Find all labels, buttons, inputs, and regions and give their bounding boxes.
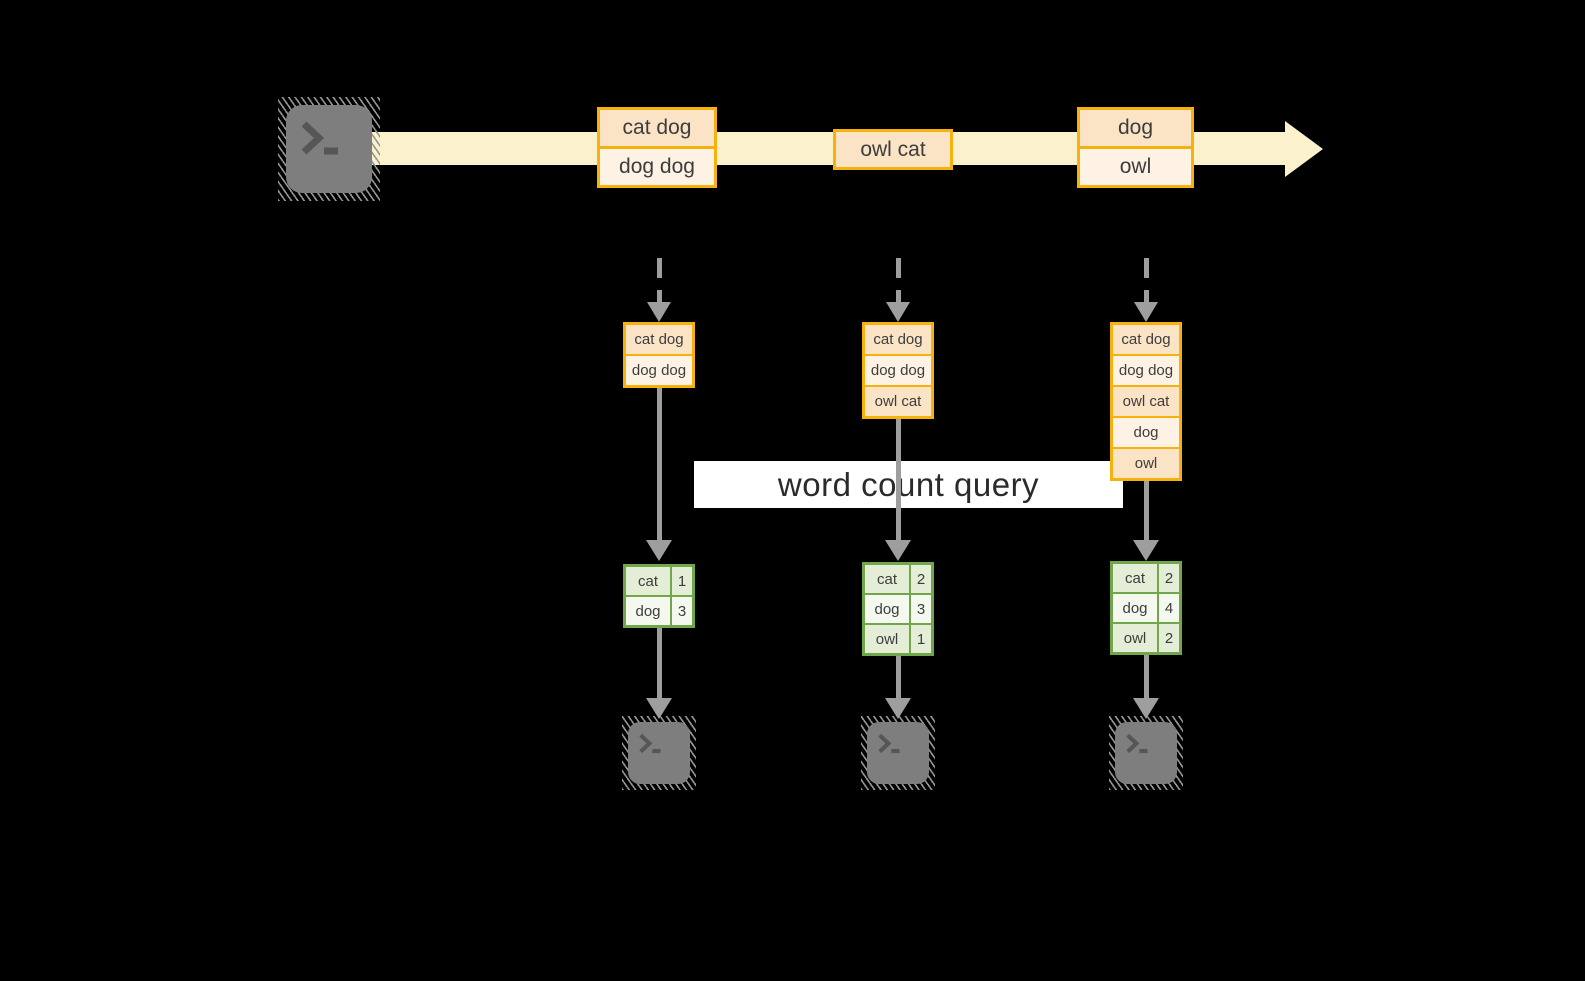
stream-record-cell: dog dog (600, 149, 714, 185)
stream-arrowhead-icon (1285, 121, 1323, 177)
count-cell: 2 (1159, 624, 1179, 652)
query-label: word count query (777, 465, 1040, 503)
batch-cell: dog dog (1113, 356, 1179, 385)
terminal-body (628, 722, 690, 784)
batch-cell: owl (1113, 449, 1179, 478)
count-cell: 1 (911, 625, 931, 653)
batch-box-2: cat dog dog dog owl cat (862, 322, 934, 419)
batch-cell: dog dog (865, 356, 931, 385)
count-cell: 3 (672, 597, 692, 625)
table-row: dog 3 (626, 597, 692, 625)
batch-cell: dog dog (626, 356, 692, 385)
arrow-head-sink-1 (646, 698, 672, 719)
word-cell: dog (865, 595, 909, 623)
stream-record-cell: owl cat (836, 132, 950, 167)
arrow-head-sink-2 (885, 698, 911, 719)
arrow-line-batch-to-table-2 (896, 419, 901, 540)
arrow-head-table-1 (646, 540, 672, 561)
stream-record-cell: cat dog (600, 110, 714, 146)
terminal-sink-icon-2 (861, 716, 935, 790)
terminal-sink-icon-3 (1109, 716, 1183, 790)
batch-box-1: cat dog dog dog (623, 322, 695, 388)
count-table-3: cat 2 dog 4 owl 2 (1110, 561, 1182, 655)
arrow-line-batch-to-table-1 (657, 388, 662, 540)
table-row: dog 4 (1113, 594, 1179, 622)
stream-record-box-3: dog owl (1077, 107, 1194, 188)
batch-box-3: cat dog dog dog owl cat dog owl (1110, 322, 1182, 481)
dashed-arrow-head-1 (647, 302, 671, 322)
prompt-icon (1126, 733, 1148, 754)
table-row: cat 2 (1113, 564, 1179, 592)
terminal-sink-icon-1 (622, 716, 696, 790)
terminal-body (1115, 722, 1177, 784)
arrow-head-table-3 (1133, 540, 1159, 561)
batch-cell: owl cat (865, 387, 931, 416)
prompt-icon (301, 121, 338, 155)
dashed-arrow-line-2 (896, 258, 901, 302)
count-table-2: cat 2 dog 3 owl 1 (862, 562, 934, 656)
batch-cell: dog (1113, 418, 1179, 447)
prompt-icon (639, 733, 661, 754)
dashed-arrow-line-3 (1144, 258, 1149, 302)
arrow-line-table-to-sink-3 (1144, 655, 1149, 698)
count-cell: 2 (1159, 564, 1179, 592)
dashed-arrow-head-2 (886, 302, 910, 322)
table-row: owl 2 (1113, 624, 1179, 652)
dashed-arrow-head-3 (1134, 302, 1158, 322)
count-cell: 1 (672, 567, 692, 595)
count-cell: 4 (1159, 594, 1179, 622)
count-table-1: cat 1 dog 3 (623, 564, 695, 628)
arrow-line-table-to-sink-2 (896, 656, 901, 698)
stream-record-box-2: owl cat (833, 129, 953, 170)
prompt-icon (878, 733, 900, 754)
word-cell: owl (865, 625, 909, 653)
arrow-head-table-2 (885, 540, 911, 561)
table-row: dog 3 (865, 595, 931, 623)
stream-record-cell: owl (1080, 149, 1191, 185)
batch-cell: cat dog (626, 325, 692, 354)
batch-cell: cat dog (1113, 325, 1179, 354)
word-cell: cat (626, 567, 670, 595)
batch-cell: owl cat (1113, 387, 1179, 416)
terminal-body (867, 722, 929, 784)
word-cell: dog (1113, 594, 1157, 622)
word-cell: cat (1113, 564, 1157, 592)
arrow-line-table-to-sink-1 (657, 628, 662, 698)
table-row: cat 1 (626, 567, 692, 595)
word-cell: cat (865, 565, 909, 593)
arrow-head-sink-3 (1133, 698, 1159, 719)
table-row: cat 2 (865, 565, 931, 593)
dashed-arrow-line-1 (657, 258, 662, 302)
arrow-line-batch-to-table-3 (1144, 481, 1149, 540)
query-label-band: word count query (694, 461, 1123, 508)
terminal-source-icon (278, 97, 380, 201)
table-row: owl 1 (865, 625, 931, 653)
count-cell: 3 (911, 595, 931, 623)
stream-record-box-1: cat dog dog dog (597, 107, 717, 188)
word-cell: dog (626, 597, 670, 625)
batch-cell: cat dog (865, 325, 931, 354)
stream-record-cell: dog (1080, 110, 1191, 146)
terminal-body (286, 105, 372, 193)
word-cell: owl (1113, 624, 1157, 652)
count-cell: 2 (911, 565, 931, 593)
